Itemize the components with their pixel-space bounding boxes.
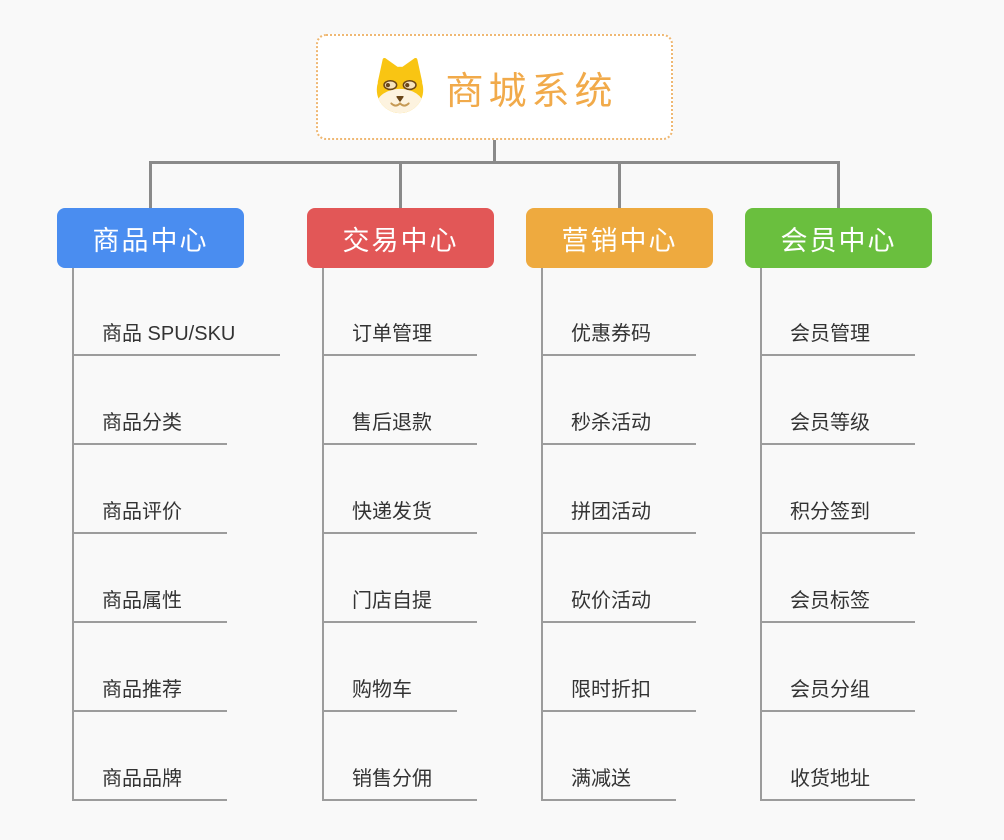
leaf-node[interactable]: 订单管理 xyxy=(322,321,477,356)
root-node[interactable]: 商城系统 xyxy=(316,34,673,140)
connector-horizontal-bar xyxy=(149,161,840,164)
leaf-node[interactable]: 会员标签 xyxy=(760,588,915,623)
leaf-node[interactable]: 购物车 xyxy=(322,677,457,712)
root-title: 商城系统 xyxy=(445,70,618,113)
leaf-node[interactable]: 满减送 xyxy=(541,766,676,801)
connector-drop-branch-1 xyxy=(149,161,152,208)
connector-drop-branch-2 xyxy=(399,161,402,208)
leaf-node[interactable]: 限时折扣 xyxy=(541,677,696,712)
leaf-node[interactable]: 商品 SPU/SKU xyxy=(72,321,281,356)
connector-drop-branch-4 xyxy=(837,161,840,208)
branch-node-trade[interactable]: 交易中心 xyxy=(307,208,494,268)
spine-branch-4 xyxy=(760,268,762,801)
leaf-node[interactable]: 售后退款 xyxy=(322,410,477,445)
branch-node-member[interactable]: 会员中心 xyxy=(745,208,932,268)
leaf-node[interactable]: 销售分佣 xyxy=(322,766,477,801)
connector-drop-branch-3 xyxy=(618,161,621,208)
spine-branch-1 xyxy=(72,268,74,801)
spine-branch-2 xyxy=(322,268,324,801)
leaf-node[interactable]: 会员等级 xyxy=(760,410,915,445)
leaf-node[interactable]: 商品分类 xyxy=(72,410,227,445)
leaf-node[interactable]: 商品评价 xyxy=(72,499,227,534)
leaf-node[interactable]: 积分签到 xyxy=(760,499,915,534)
spine-branch-3 xyxy=(541,268,543,801)
leaf-node[interactable]: 砍价活动 xyxy=(541,588,696,623)
leaf-node[interactable]: 门店自提 xyxy=(322,588,477,623)
leaf-node[interactable]: 秒杀活动 xyxy=(541,410,696,445)
leaf-node[interactable]: 商品属性 xyxy=(72,588,227,623)
connector-root-stem xyxy=(493,140,496,164)
leaf-node[interactable]: 会员管理 xyxy=(760,321,915,356)
doge-icon xyxy=(377,58,424,114)
leaf-node[interactable]: 快递发货 xyxy=(322,499,477,534)
leaf-node[interactable]: 拼团活动 xyxy=(541,499,696,534)
leaf-node[interactable]: 优惠券码 xyxy=(541,321,696,356)
leaf-node[interactable]: 会员分组 xyxy=(760,677,915,712)
branch-node-product[interactable]: 商品中心 xyxy=(57,208,244,268)
branch-node-marketing[interactable]: 营销中心 xyxy=(526,208,713,268)
leaf-node[interactable]: 商品推荐 xyxy=(72,677,227,712)
leaf-node[interactable]: 商品品牌 xyxy=(72,766,227,801)
leaf-node[interactable]: 收货地址 xyxy=(760,766,915,801)
